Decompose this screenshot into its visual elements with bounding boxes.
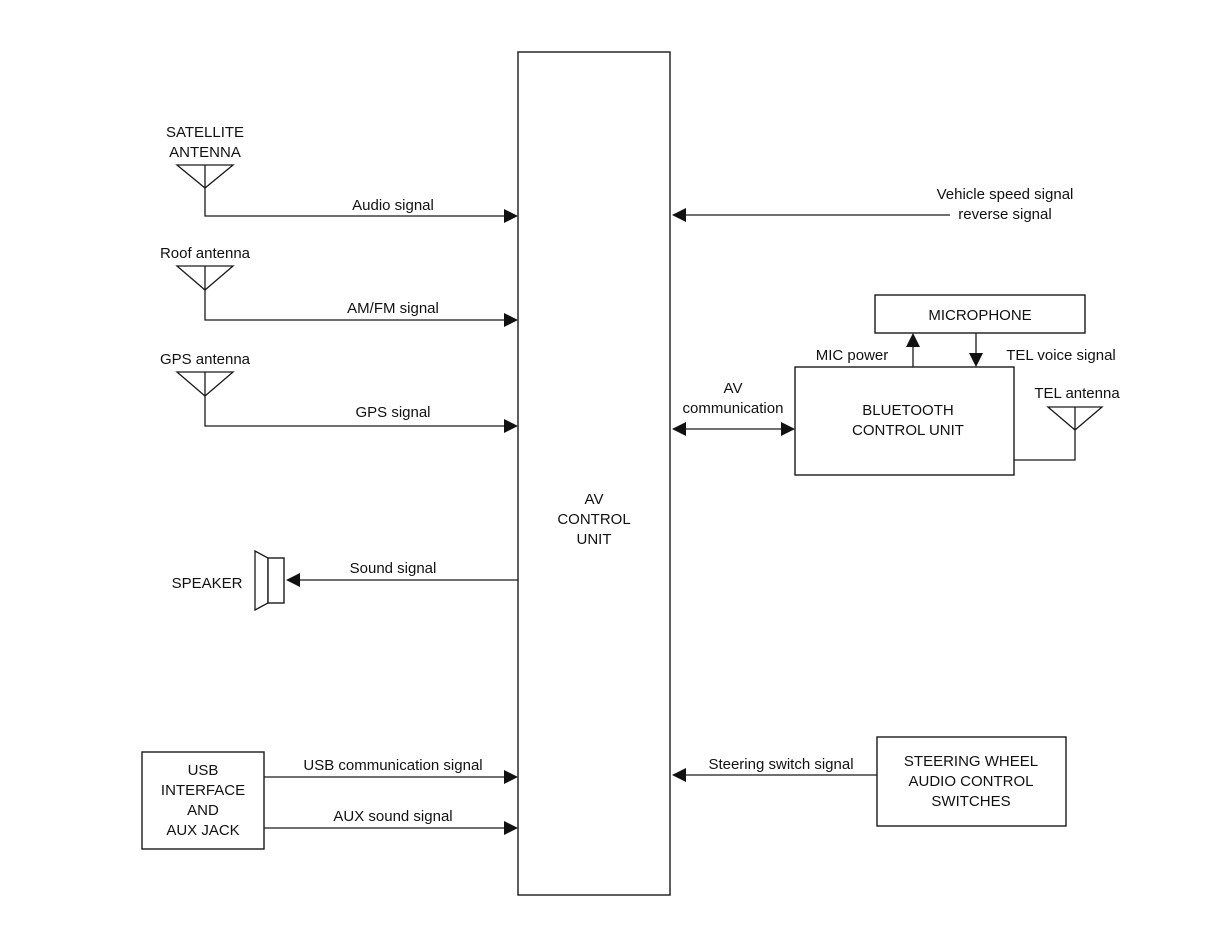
usb-interface-box: USB INTERFACE AND AUX JACK [141, 751, 265, 850]
steering-box-label-1: STEERING WHEEL [904, 753, 1038, 770]
satellite-antenna-label-2: ANTENNA [169, 144, 241, 161]
tel-voice-signal-label: TEL voice signal [1006, 347, 1116, 364]
bluetooth-label-1: BLUETOOTH [862, 402, 953, 419]
gps-antenna: GPS antenna [160, 351, 251, 397]
gps-signal-label: GPS signal [355, 404, 430, 421]
tel-antenna-icon [1046, 406, 1104, 431]
gps-antenna-label: GPS antenna [160, 351, 251, 368]
av-control-unit-label-3: UNIT [577, 531, 612, 548]
usb-box-label-4: AUX JACK [166, 822, 239, 839]
vehicle-speed-signal-label-1: Vehicle speed signal [937, 186, 1074, 203]
steering-switch-signal-line [672, 768, 877, 782]
av-communication-label-2: communication [683, 400, 784, 417]
bluetooth-control-unit: BLUETOOTH CONTROL UNIT [794, 366, 1015, 476]
gps-antenna-icon [175, 371, 235, 397]
speaker: SPEAKER [172, 549, 285, 612]
speaker-icon [254, 549, 285, 612]
usb-box-label-1: USB [188, 762, 219, 779]
tel-antenna-line [1014, 430, 1076, 461]
av-control-unit-label-1: AV [585, 491, 604, 508]
microphone-box: MICROPHONE [874, 294, 1086, 334]
tel-antenna-label: TEL antenna [1034, 385, 1120, 402]
speaker-label: SPEAKER [172, 575, 243, 592]
microphone-label: MICROPHONE [928, 307, 1031, 324]
av-communication-line [672, 422, 795, 436]
satellite-antenna: SATELLITE ANTENNA [166, 124, 244, 189]
usb-box-label-2: INTERFACE [161, 782, 245, 799]
tel-voice-signal-line [969, 333, 983, 367]
audio-signal-label: Audio signal [352, 197, 434, 214]
steering-box-label-2: AUDIO CONTROL [908, 773, 1033, 790]
aux-sound-signal-label: AUX sound signal [333, 808, 452, 825]
av-communication-label-1: AV [724, 380, 743, 397]
audio-signal-line [204, 188, 518, 223]
steering-switch-signal-label: Steering switch signal [708, 756, 853, 773]
aux-sound-signal-line [264, 821, 518, 835]
satellite-antenna-label-1: SATELLITE [166, 124, 244, 141]
bluetooth-label-2: CONTROL UNIT [852, 422, 964, 439]
roof-antenna: Roof antenna [160, 245, 251, 291]
sound-signal-line [286, 573, 518, 587]
mic-power-line [906, 333, 920, 367]
gps-signal-line [204, 396, 518, 433]
amfm-signal-line [204, 290, 518, 327]
sound-signal-label: Sound signal [350, 560, 437, 577]
vehicle-speed-signal-label-2: reverse signal [958, 206, 1051, 223]
satellite-antenna-icon [175, 164, 235, 189]
av-control-unit: AV CONTROL UNIT [517, 51, 671, 896]
vehicle-speed-signal-line [672, 208, 950, 222]
roof-antenna-icon [175, 265, 235, 291]
usb-box-label-3: AND [187, 802, 219, 819]
mic-power-label: MIC power [816, 347, 889, 364]
tel-antenna: TEL antenna [1014, 385, 1120, 461]
av-control-unit-label-2: CONTROL [557, 511, 630, 528]
usb-communication-signal-label: USB communication signal [303, 757, 482, 774]
amfm-signal-label: AM/FM signal [347, 300, 439, 317]
steering-box-label-3: SWITCHES [931, 793, 1010, 810]
steering-wheel-switches-box: STEERING WHEEL AUDIO CONTROL SWITCHES [876, 736, 1067, 827]
usb-communication-signal-line [264, 770, 518, 784]
roof-antenna-label: Roof antenna [160, 245, 251, 262]
